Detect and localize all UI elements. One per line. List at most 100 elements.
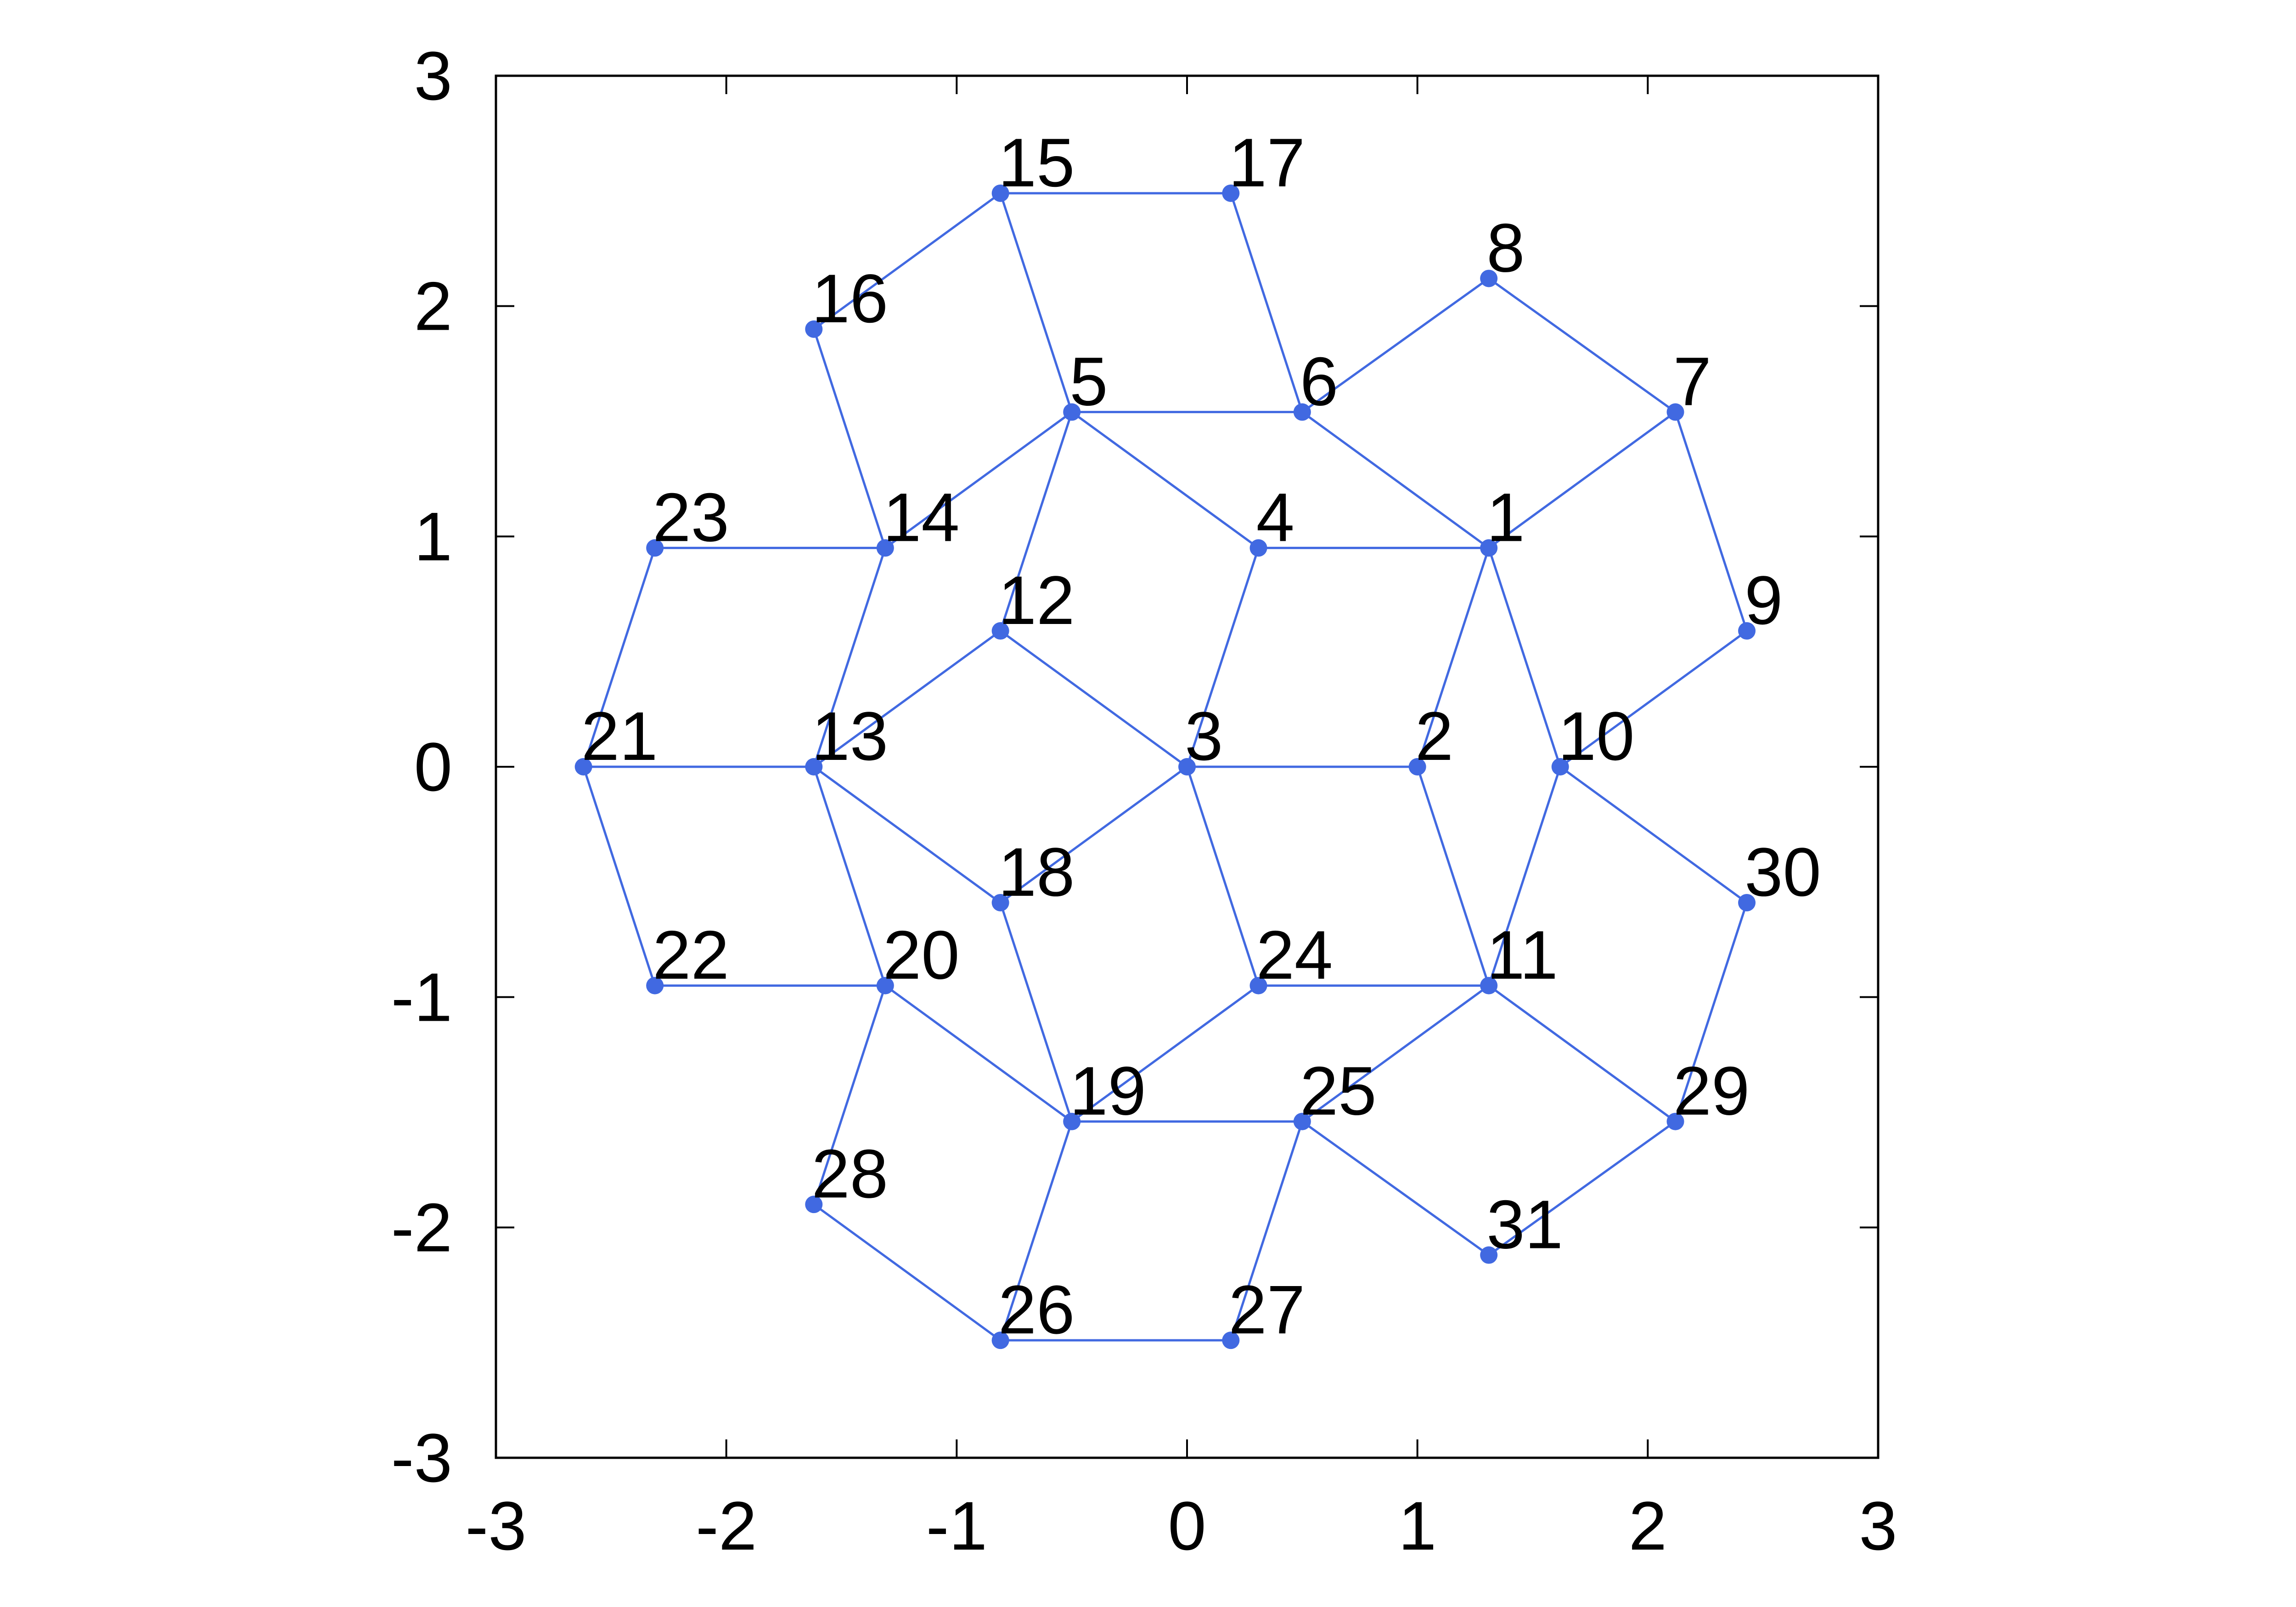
node-label-7: 7 [1673, 343, 1711, 420]
node-point-3 [1178, 758, 1196, 775]
edge-19-20 [884, 984, 1073, 1123]
edge-5-15 [999, 193, 1073, 413]
node-point-19 [1063, 1113, 1081, 1130]
edge-26-28 [813, 1203, 1002, 1342]
edge-5-12 [999, 411, 1073, 631]
y-tick-label: -2 [391, 1189, 452, 1266]
edge-1-10 [1487, 547, 1562, 767]
x-tick-label: -2 [696, 1487, 757, 1564]
x-tick-label: 2 [1629, 1487, 1667, 1564]
node-label-24: 24 [1256, 916, 1333, 994]
edge-1-6 [1301, 411, 1490, 549]
edge-5-14 [884, 411, 1073, 549]
node-point-7 [1666, 403, 1684, 421]
node-point-31 [1480, 1246, 1498, 1264]
edge-25-31 [1301, 1120, 1490, 1256]
edge-18-19 [999, 902, 1073, 1122]
edge-20-28 [812, 985, 887, 1205]
node-label-27: 27 [1228, 1271, 1305, 1348]
edge-19-24 [1071, 984, 1259, 1123]
node-label-30: 30 [1745, 833, 1821, 910]
node-label-15: 15 [998, 124, 1075, 201]
edge-21-23 [582, 547, 656, 767]
edge-12-13 [813, 629, 1002, 768]
edge-10-11 [1487, 766, 1562, 986]
node-label-5: 5 [1069, 343, 1108, 420]
edge-1-7 [1488, 411, 1677, 549]
node-point-10 [1551, 758, 1569, 775]
node-label-11: 11 [1486, 916, 1558, 994]
x-tick-label: -3 [465, 1487, 526, 1564]
node-label-4: 4 [1256, 478, 1294, 556]
x-tick-label: -1 [926, 1487, 987, 1564]
node-label-20: 20 [883, 916, 960, 994]
node-point-27 [1222, 1332, 1240, 1349]
edge-3-24 [1186, 766, 1260, 986]
node-label-17: 17 [1228, 124, 1305, 201]
edge-6-8 [1301, 277, 1490, 413]
edge-29-30 [1674, 902, 1748, 1122]
node-label-12: 12 [998, 562, 1075, 639]
node-point-25 [1293, 1113, 1311, 1130]
edge-2-11 [1416, 766, 1490, 986]
node-label-29: 29 [1673, 1052, 1750, 1129]
edge-19-26 [999, 1121, 1073, 1341]
y-tick-label: -3 [391, 1419, 452, 1496]
node-label-10: 10 [1558, 697, 1635, 775]
node-point-5 [1063, 403, 1081, 421]
node-label-14: 14 [883, 478, 960, 556]
node-label-8: 8 [1486, 209, 1525, 286]
y-tick-label: 3 [414, 37, 452, 114]
x-tick-label: 1 [1398, 1487, 1436, 1564]
node-point-11 [1480, 977, 1498, 995]
node-label-23: 23 [653, 478, 729, 556]
edge-9-10 [1559, 629, 1748, 768]
node-label-13: 13 [811, 697, 888, 775]
edge-13-14 [812, 547, 887, 767]
edge-6-17 [1229, 193, 1304, 413]
edge-3-18 [1000, 765, 1188, 904]
edge-4-5 [1071, 411, 1259, 549]
edges-layer [582, 192, 1748, 1342]
node-point-21 [574, 758, 592, 775]
node-point-2 [1408, 758, 1426, 775]
node-label-31: 31 [1486, 1186, 1563, 1263]
edge-7-8 [1488, 277, 1676, 413]
node-point-8 [1480, 270, 1498, 287]
edge-3-12 [1000, 629, 1188, 768]
node-label-28: 28 [811, 1135, 888, 1212]
x-tick-label: 3 [1859, 1487, 1897, 1564]
points-layer [574, 184, 1756, 1349]
node-label-21: 21 [581, 697, 658, 775]
node-point-26 [991, 1332, 1009, 1349]
edge-11-29 [1488, 984, 1677, 1123]
node-point-13 [805, 758, 823, 775]
edge-3-4 [1186, 547, 1260, 767]
node-label-3: 3 [1185, 697, 1223, 775]
node-point-9 [1738, 622, 1756, 640]
node-point-22 [646, 977, 664, 995]
edge-21-22 [582, 766, 656, 986]
node-point-18 [991, 893, 1009, 911]
y-tick-label: 2 [414, 268, 452, 345]
node-label-1: 1 [1486, 478, 1525, 556]
node-label-26: 26 [998, 1271, 1075, 1348]
node-point-29 [1666, 1113, 1684, 1130]
node-label-19: 19 [1069, 1052, 1146, 1129]
edge-15-16 [813, 192, 1002, 330]
node-point-16 [805, 320, 823, 338]
node-point-1 [1480, 539, 1498, 557]
node-point-6 [1293, 403, 1311, 421]
node-point-23 [646, 539, 664, 557]
node-label-6: 6 [1300, 343, 1338, 420]
y-tick-label: -1 [391, 959, 452, 1036]
node-point-12 [991, 622, 1009, 640]
edge-29-31 [1488, 1120, 1676, 1256]
edge-10-30 [1559, 765, 1748, 904]
node-point-17 [1222, 184, 1240, 202]
y-tick-label: 0 [414, 728, 452, 805]
node-point-28 [805, 1196, 823, 1214]
edge-13-20 [812, 766, 887, 986]
